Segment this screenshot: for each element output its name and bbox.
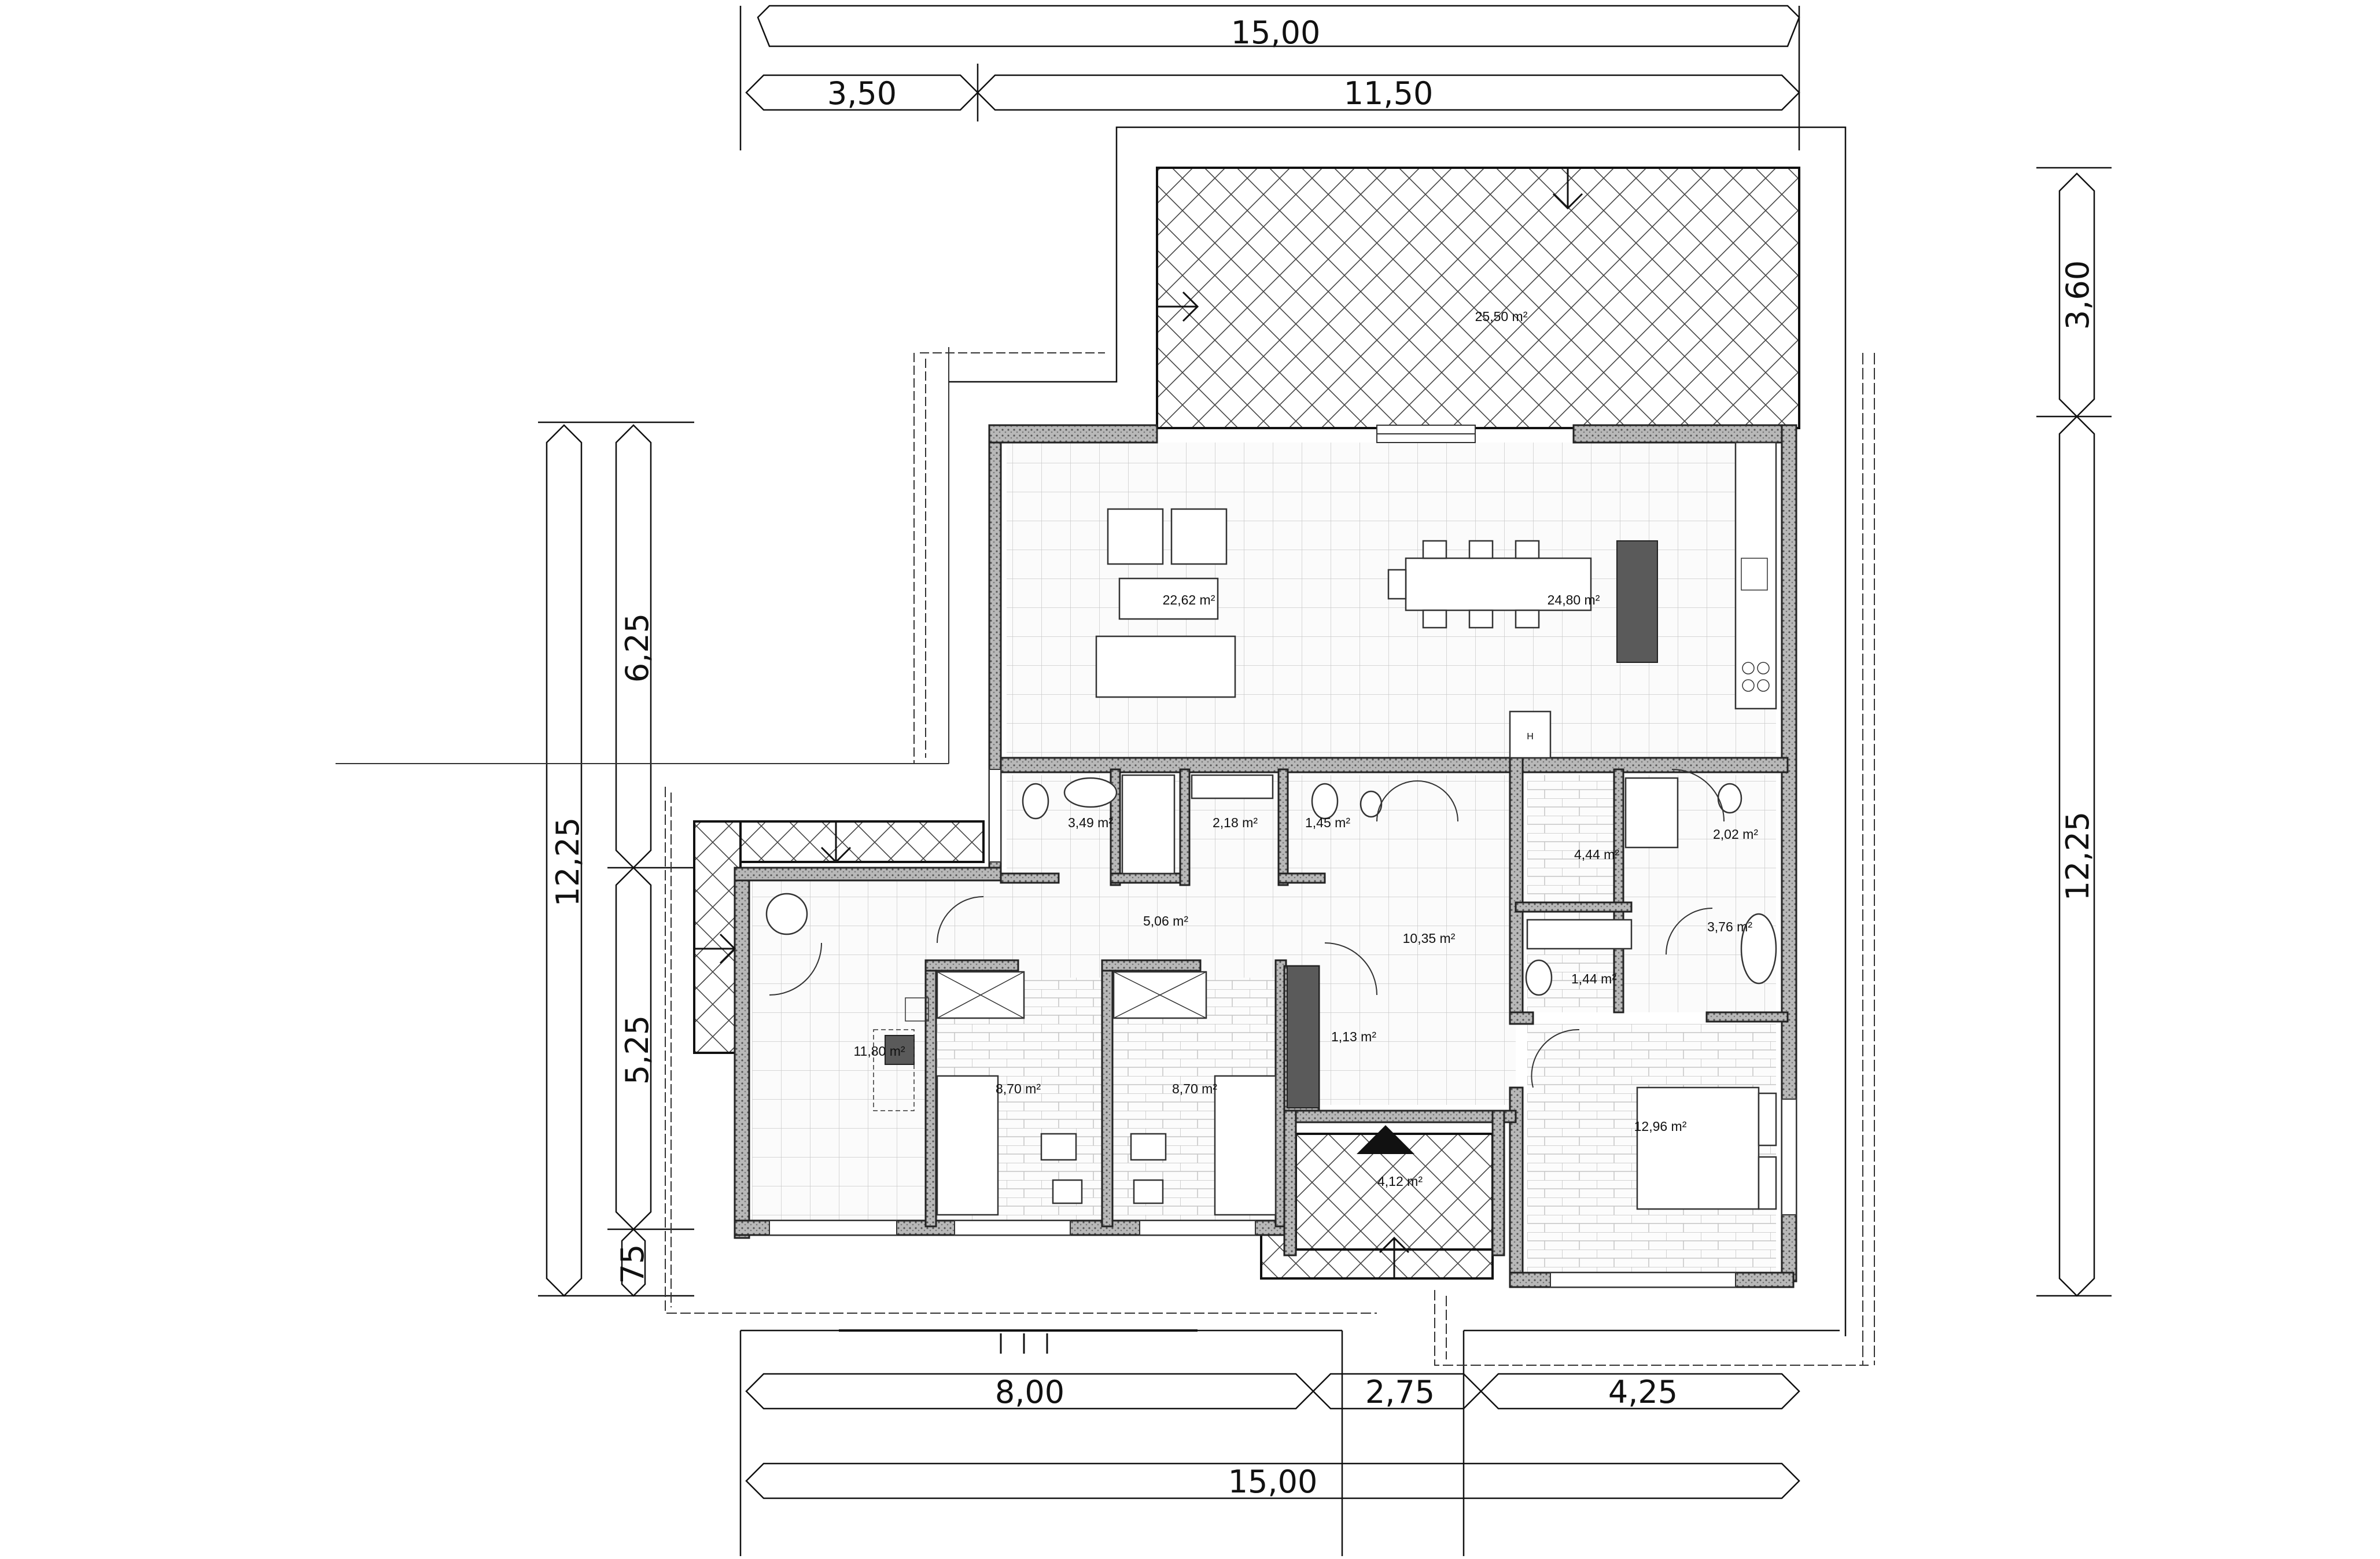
dim-bottom-right-frame — [1480, 1373, 1800, 1410]
desk-2 — [1130, 1133, 1167, 1161]
toilet-east — [1717, 783, 1742, 814]
plot-outline — [336, 126, 1875, 1366]
armchair-left — [1107, 508, 1164, 565]
dim-right-top: 3,60 — [2060, 260, 2096, 330]
dimension-lines: 15,00 3,50 11,50 3,60 12,25 12,25 6,25 5… — [538, 5, 2112, 1556]
dim-right-main: 12,25 — [2060, 812, 2096, 901]
bathtub-east — [1740, 913, 1777, 985]
area-hall-1: 5,06 m² — [1143, 913, 1188, 928]
dining-table — [1405, 557, 1592, 611]
terrace-west-top — [693, 820, 985, 863]
desk-1 — [1040, 1133, 1077, 1161]
furniture: H — [765, 441, 1777, 1216]
area-dressing: 4,44 m² — [1574, 847, 1619, 862]
dim-left-upper: 6,25 — [619, 613, 655, 683]
stove — [885, 1035, 915, 1065]
washbasin-1 — [1063, 777, 1118, 808]
dim-top-right: 11,50 — [1344, 75, 1434, 112]
area-hall-2: 10,35 m² — [1403, 931, 1456, 946]
bathtub-1 — [1121, 774, 1176, 875]
kitchen-counter — [1734, 441, 1777, 710]
area-kitchen-dining: 24,80 m² — [1548, 592, 1600, 607]
toilet-2 — [1311, 783, 1339, 820]
washbasin-2 — [1360, 790, 1383, 818]
dim-top-left: 3,50 — [827, 75, 897, 112]
master-bed — [1636, 1086, 1760, 1210]
area-utility: 11,80 m² — [853, 1044, 905, 1059]
chair-2 — [1133, 1179, 1164, 1204]
area-wc-3: 1,44 m² — [1571, 971, 1616, 986]
bed-2 — [1214, 1075, 1277, 1216]
floor-hall-west — [937, 879, 1284, 966]
area-bedroom-1: 8,70 m² — [996, 1081, 1041, 1096]
dim-bottom-right: 4,25 — [1608, 1374, 1678, 1410]
sofa — [1095, 635, 1236, 698]
kitchen-island — [1616, 540, 1658, 663]
shower-tray — [1191, 774, 1274, 799]
room-labels: 25,50 m² 22,62 m² 24,80 m² 3,49 m² 2,18 … — [853, 309, 1758, 1189]
area-storage: 1,13 m² — [1331, 1029, 1376, 1044]
windows — [769, 425, 1797, 1288]
dim-bottom-total-frame — [745, 1462, 1800, 1499]
area-bath-3: 3,76 m² — [1707, 919, 1752, 934]
doors — [769, 769, 1725, 1088]
area-bath-1: 2,18 m² — [1213, 815, 1258, 830]
dim-bottom-left: 8,00 — [995, 1374, 1064, 1410]
area-bedroom-2: 8,70 m² — [1172, 1081, 1217, 1096]
dim-left-small: 75 — [614, 1244, 651, 1284]
dim-bottom-total: 15,00 — [1228, 1464, 1318, 1500]
area-wc-2: 1,45 m² — [1305, 815, 1350, 830]
heater-label: H — [1527, 732, 1534, 742]
entrance-marker-icon — [1357, 1125, 1414, 1154]
terrace-north — [1156, 167, 1800, 429]
area-terrace-north: 25,50 m² — [1475, 309, 1528, 324]
dim-top-total: 15,00 — [1231, 14, 1321, 51]
bed-1 — [936, 1075, 999, 1216]
heater-box — [1509, 710, 1552, 759]
area-bath-2: 2,02 m² — [1713, 827, 1758, 842]
dim-bottom-mid: 2,75 — [1365, 1374, 1435, 1410]
terrace-west-side — [693, 820, 742, 1054]
storage-cabinet — [1287, 965, 1320, 1108]
toilet-3 — [1525, 959, 1553, 996]
coffee-table — [1118, 577, 1219, 620]
dim-left-lower: 5,25 — [619, 1015, 655, 1085]
shower-east — [1624, 777, 1679, 849]
area-wc-1: 3,49 m² — [1068, 815, 1113, 830]
boiler-tank — [765, 893, 808, 935]
chair-1 — [1052, 1179, 1083, 1204]
area-living: 22,62 m² — [1163, 592, 1215, 607]
armchair-right — [1170, 508, 1228, 565]
area-master-bedroom: 12,96 m² — [1634, 1119, 1687, 1134]
dim-top-right-frame — [977, 74, 1800, 111]
dim-left-total: 12,25 — [550, 817, 586, 907]
entry-arrows — [694, 168, 1583, 1354]
dressing-shelf — [1526, 919, 1633, 950]
toilet-1 — [1022, 783, 1049, 820]
area-entrance-porch: 4,12 m² — [1377, 1174, 1423, 1189]
